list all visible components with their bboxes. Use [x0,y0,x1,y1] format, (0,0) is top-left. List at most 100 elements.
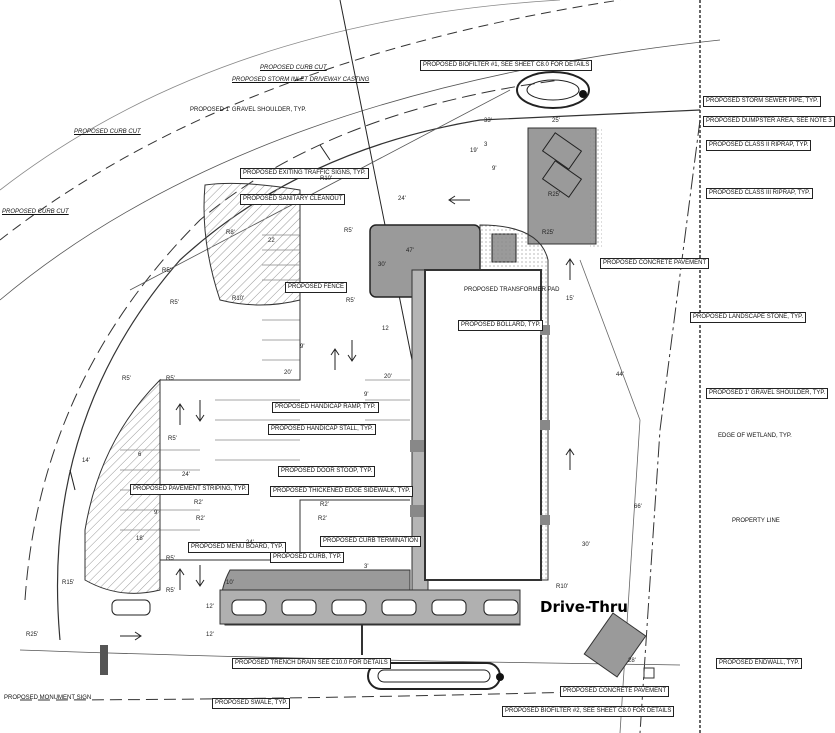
dim-r5h: R5' [166,556,175,562]
label-biofilter-2: PROPOSED BIOFILTER #2, SEE SHEET C8.0 FO… [502,706,675,717]
dim-r5c: R5' [162,268,171,274]
label-biofilter-1: PROPOSED BIOFILTER #1, SEE SHEET C8.0 FO… [420,60,593,71]
dim-3: 3 [484,142,488,148]
riprap [590,128,602,248]
dim-12a: 12' [206,604,214,610]
label-curb-cut-top: PROPOSED CURB CUT [260,65,327,71]
dim-30a: 30' [378,262,386,268]
traffic-arrows [69,144,575,641]
dim-24a: 24' [398,196,406,202]
dim-r5e: R5' [122,376,131,382]
drive-thru-island [219,589,521,625]
road-edge-inner [0,39,721,301]
monument-sign-mark [100,645,108,675]
label-trench-drain: PROPOSED TRENCH DRAIN SEE C10.0 FOR DETA… [232,658,391,669]
driveway-curve [56,109,701,641]
dim-r10c: R10' [556,584,569,590]
label-concrete-pavement-bottom: PROPOSED CONCRETE PAVEMENT [560,686,670,697]
num-22: 22 [268,238,275,244]
drive-thru-cars [111,599,519,616]
dim-9c: 9' [364,392,369,398]
num-6: 6 [138,452,142,458]
dim-9b: 9' [300,344,305,350]
dim-r15: R15' [62,580,75,586]
drive-thru-label: Drive-Thru [540,598,628,616]
island-left [84,378,161,594]
dim-r2a: R2' [194,500,203,506]
dim-r2d: R2' [318,516,327,522]
label-sanitary-cleanout: PROPOSED SANITARY CLEANOUT [240,194,346,205]
lot-curb-bottom [160,499,410,561]
label-landscape-stone: PROPOSED LANDSCAPE STONE, TYP. [690,312,807,323]
site-plan-drawing [0,0,721,733]
dim-r25c: R25' [26,632,39,638]
label-swale: PROPOSED SWALE, TYP. [212,698,291,709]
label-menu-board: PROPOSED MENU BOARD, TYP. [188,542,287,553]
label-curb-termination: PROPOSED CURB TERMINATION [320,536,422,547]
dim-20a: 20' [284,370,292,376]
label-concrete-pavement-right: PROPOSED CONCRETE PAVEMENT [600,258,710,269]
dim-9d: 9' [154,510,159,516]
dim-15: 15' [566,296,574,302]
dim-r8: R8' [226,230,235,236]
dim-r25b: R25' [542,230,555,236]
dim-3b: 3' [364,564,369,570]
dim-r5i: R5' [166,588,175,594]
label-bollard: PROPOSED BOLLARD, TYP. [458,320,544,331]
label-gravel-shoulder-top: PROPOSED 1' GRAVEL SHOULDER, TYP. [190,107,307,113]
dim-9a: 9' [492,166,497,172]
label-handicap-stall: PROPOSED HANDICAP STALL, TYP. [268,424,376,435]
dim-24b: 24' [182,472,190,478]
label-curb-cut-left: PROPOSED CURB CUT [2,209,69,215]
label-door-stoop: PROPOSED DOOR STOOP, TYP. [278,466,376,477]
biofilter-1-outlet [579,90,587,98]
label-curb-cut-mid: PROPOSED CURB CUT [74,129,141,135]
num-12: 12 [382,326,389,332]
label-handicap-ramp: PROPOSED HANDICAP RAMP, TYP. [272,402,379,413]
dim-44: 44' [616,372,624,378]
dim-25a: 25' [552,118,560,124]
label-storm-sewer: PROPOSED STORM SEWER PIPE, TYP. [703,96,822,107]
dim-47: 47' [406,248,414,254]
swale-line [19,689,651,701]
dim-r10b: R10' [232,296,245,302]
label-transformer: PROPOSED TRANSFORMER PAD [464,287,560,293]
dim-10: 10' [226,580,234,586]
label-endwall: PROPOSED ENDWALL, TYP. [716,658,803,669]
dim-30b: 30' [582,542,590,548]
dumpster-pad [527,127,597,245]
dim-r5f: R5' [166,376,175,382]
dim-r5d: R5' [170,300,179,306]
dim-19: 19' [470,148,478,154]
road-edge-dashed [0,0,621,241]
label-riprap-2: PROPOSED CLASS II RIPRAP, TYP. [706,140,812,151]
label-curb-typ: PROPOSED CURB, TYP. [270,552,345,563]
label-exiting-signs: PROPOSED EXITING TRAFFIC SIGNS, TYP. [240,168,369,179]
label-storm-inlet: PROPOSED STORM INLET DRIVEWAY CASTING [232,77,370,83]
label-pavement-striping: PROPOSED PAVEMENT STRIPING, TYP. [130,484,250,495]
dim-r5g: R5' [168,436,177,442]
label-riprap-3: PROPOSED CLASS III RIPRAP, TYP. [706,188,814,199]
dim-r5b: R5' [346,298,355,304]
storm-line [129,89,511,291]
label-fence: PROPOSED FENCE [285,282,348,293]
dim-r10a: R10' [320,176,333,182]
dim-r25a: R25' [548,192,561,198]
sanitary-line [339,0,421,401]
label-thickened-sidewalk: PROPOSED THICKENED EDGE SIDEWALK, TYP. [270,486,414,497]
dim-12b: 12' [206,632,214,638]
dim-r2c: R2' [320,502,329,508]
label-edge-wetland: EDGE OF WETLAND, TYP. [718,433,792,439]
dim-24c: 24' [246,540,254,546]
dim-28: 28' [628,658,636,664]
island-top [203,182,301,306]
dim-r5a: R5' [344,228,353,234]
label-property-line: PROPERTY LINE [732,518,780,524]
dim-66: 66' [634,504,642,510]
label-gravel-shoulder-right: PROPOSED 1' GRAVEL SHOULDER, TYP. [706,388,829,399]
property-line [639,119,701,733]
road-edge-outer [0,0,561,191]
label-monument-sign: PROPOSED MONUMENT SIGN [4,695,92,701]
dim-r2b: R2' [196,516,205,522]
